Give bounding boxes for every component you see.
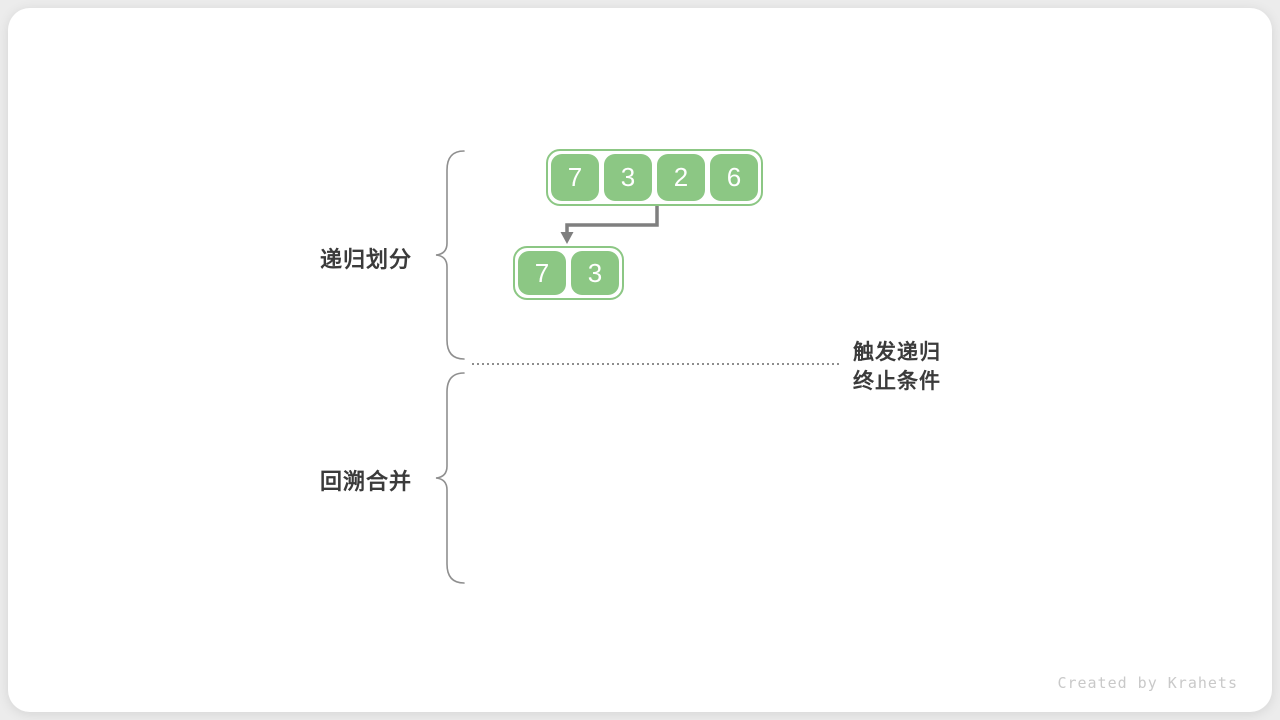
divide-arrow-head bbox=[560, 232, 574, 244]
array-cell: 6 bbox=[710, 154, 758, 201]
brace-path bbox=[435, 372, 465, 584]
termination-note-line2: 终止条件 bbox=[853, 370, 941, 393]
array-cell: 3 bbox=[604, 154, 652, 201]
array-cell: 3 bbox=[571, 251, 619, 295]
phase-divider-dotted-line bbox=[472, 363, 840, 365]
diagram-card: 递归划分 回溯合并 7 3 2 6 7 3 触发递归 终止条件 Created … bbox=[8, 8, 1272, 712]
phase-label-recursive-divide: 递归划分 bbox=[319, 247, 412, 272]
brace-merge-phase bbox=[435, 372, 465, 584]
array-row-left-half: 7 3 bbox=[513, 246, 624, 300]
divide-arrow-line bbox=[565, 206, 659, 233]
termination-note: 触发递归 终止条件 bbox=[853, 338, 941, 396]
termination-note-line1: 触发递归 bbox=[853, 341, 941, 364]
array-cell: 2 bbox=[657, 154, 705, 201]
array-row-full: 7 3 2 6 bbox=[546, 149, 763, 206]
brace-divide-phase bbox=[435, 150, 465, 360]
phase-label-backtrack-merge: 回溯合并 bbox=[319, 469, 412, 494]
array-cell: 7 bbox=[551, 154, 599, 201]
footer-credit: Created by Krahets bbox=[1057, 674, 1238, 692]
divide-arrow bbox=[560, 206, 659, 244]
array-cell: 7 bbox=[518, 251, 566, 295]
brace-path bbox=[435, 150, 465, 360]
